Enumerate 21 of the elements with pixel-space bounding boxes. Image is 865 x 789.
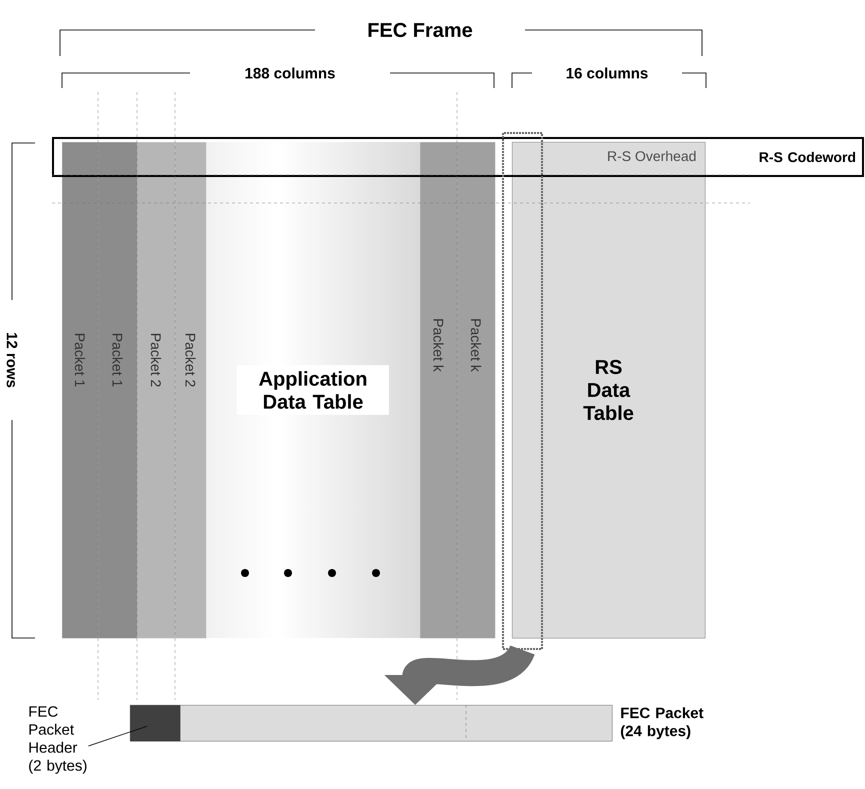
overhead-label: R-S Overhead bbox=[608, 150, 696, 162]
fec-packet-bar: FEC Packet (24 bytes) bbox=[130, 704, 704, 742]
node-label: FEC Packet (24 bytes) bbox=[620, 707, 704, 740]
dimension-label: 16 columns bbox=[566, 68, 648, 78]
dimension-label: 188 columns bbox=[246, 68, 335, 78]
packet-column: Packet 2 bbox=[175, 142, 206, 638]
packet-column: Packet k bbox=[420, 142, 458, 638]
leader-line bbox=[88, 726, 148, 746]
data-table: Application Data Table bbox=[237, 365, 389, 415]
packet-column: Packet 1 bbox=[62, 142, 98, 638]
packet-column: Packet k bbox=[457, 142, 496, 638]
node-label: Packet 1 bbox=[112, 334, 123, 387]
header-label: FEC Packet Header (2 bytes) bbox=[29, 706, 86, 774]
packet-column: Packet 1 bbox=[98, 142, 138, 638]
dotted-column bbox=[502, 132, 543, 650]
node-label: Packet k bbox=[470, 319, 482, 372]
packet-column: Packet 2 bbox=[137, 142, 176, 638]
header-block bbox=[130, 705, 180, 742]
dimension-label: 12 rows bbox=[6, 333, 18, 388]
title: FEC Frame bbox=[368, 22, 472, 38]
node-label: Packet 2 bbox=[185, 334, 196, 387]
